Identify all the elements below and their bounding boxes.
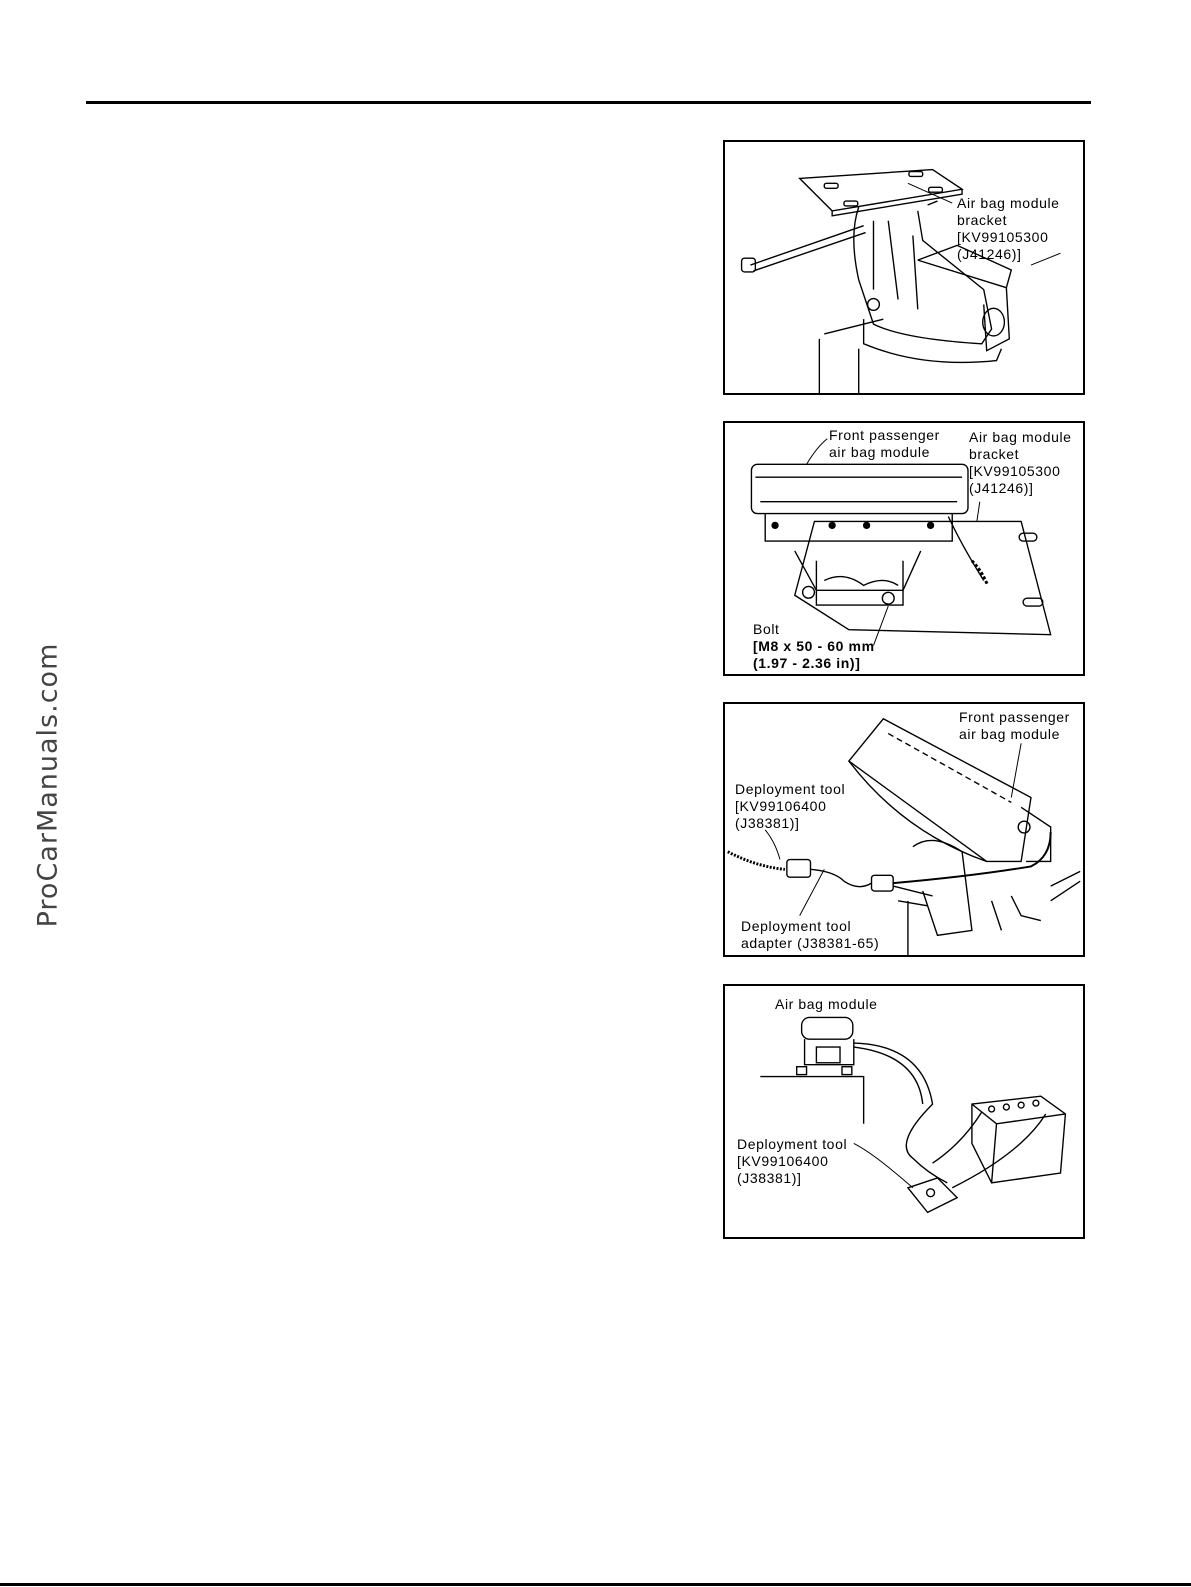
watermark: ProCarManuals.com [32,642,64,928]
label-air-bag-module-bracket: Air bag module bracket [KV99105300 (J412… [969,429,1072,496]
label-air-bag-module: Air bag module [775,996,878,1012]
label-deployment-tool-adapter: Deployment tool adapter (J38381-65) [741,918,880,951]
label-front-passenger-air-bag-module: Front passenger air bag module [959,709,1070,742]
figure-deployment-with-battery: Air bag module Deployment tool [KV991064… [723,984,1085,1239]
leader-lines [806,438,981,646]
label-front-passenger-air-bag-module: Front passenger air bag module [829,427,940,460]
label-deployment-tool: Deployment tool [KV99106400 (J38381)] [737,1136,848,1186]
leader-lines [907,182,1061,266]
vise-illustration [740,168,1013,393]
figure-deployment-tool-connection: Front passenger air bag module Deploymen… [723,702,1085,957]
label-deployment-tool: Deployment tool [KV99106400 (J38381)] [735,781,846,831]
header-rule [86,101,1091,104]
deployment-connection-illustration [727,717,1081,955]
figure-bracket-in-vise: Air bag module bracket [KV99105300 (J412… [723,140,1085,395]
label-air-bag-module-bracket: Air bag module bracket [KV99105300 (J412… [957,195,1060,262]
module-bracket-illustration [750,463,1052,636]
battery-deployment-illustration [760,1016,1067,1214]
footer-rule [0,1583,1191,1586]
leader-lines [764,743,1022,916]
label-bolt: Bolt [M8 x 50 - 60 mm (1.97 - 2.36 in)] [753,621,875,671]
figure-module-on-bracket: Front passenger air bag module Air bag m… [723,421,1085,676]
leader-lines [853,1143,914,1189]
